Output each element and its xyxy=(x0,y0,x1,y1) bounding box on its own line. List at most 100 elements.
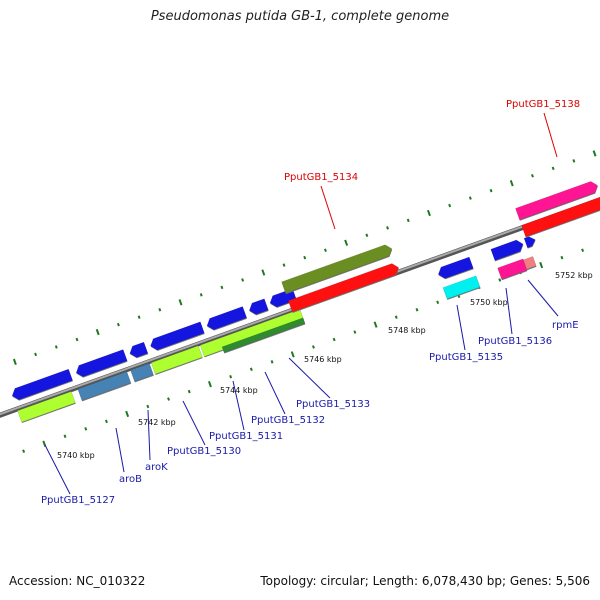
tick-mark-top xyxy=(572,159,576,163)
gene-label-arob: aroB xyxy=(119,474,142,485)
tick-mark-bottom xyxy=(270,360,274,364)
tick-mark-top xyxy=(282,263,286,267)
gene-arob-product xyxy=(77,371,132,401)
leader-arob xyxy=(115,427,125,473)
leader-pputgb1-5135 xyxy=(456,304,466,351)
scale-label: 5752 kbp xyxy=(555,271,593,280)
tick-mark-top xyxy=(158,307,162,312)
tick-mark-top xyxy=(261,269,266,276)
tick-mark-bottom xyxy=(187,389,191,394)
tick-mark-bottom xyxy=(146,404,150,409)
scale-label: 5748 kbp xyxy=(388,326,426,335)
tick-mark-top xyxy=(95,328,100,336)
tick-mark-top xyxy=(199,293,203,297)
tick-mark-bottom xyxy=(373,321,378,328)
gene-pputgb1-5138-cds xyxy=(515,181,598,221)
tick-mark-bottom xyxy=(581,248,585,252)
accession-text: Accession: NC_010322 xyxy=(9,574,146,588)
gene-pputgb1-5132-product xyxy=(221,317,306,353)
gene-pputgb1-5131-cds xyxy=(206,306,248,330)
tick-mark-top xyxy=(592,150,597,157)
gene-rpme-product xyxy=(523,256,537,270)
tick-mark-bottom xyxy=(560,255,564,260)
leader-pputgb1-5138 xyxy=(543,112,558,158)
scale-label: 5750 kbp xyxy=(470,298,508,307)
tick-mark-top xyxy=(344,239,349,246)
gene-label-pputgb1-5132: PputGB1_5132 xyxy=(251,415,325,426)
gene-label-rpme: rpmE xyxy=(552,320,579,331)
leader-pputgb1-5127 xyxy=(44,444,71,495)
gene-label-pputgb1-5136: PputGB1_5136 xyxy=(478,336,552,347)
tick-mark-bottom xyxy=(353,330,357,334)
tick-mark-bottom xyxy=(207,380,212,388)
scale-label: 5746 kbp xyxy=(304,355,342,364)
gene-label-pputgb1-5134: PputGB1_5134 xyxy=(284,172,358,183)
tick-mark-bottom xyxy=(498,278,502,282)
tick-mark-bottom xyxy=(167,397,170,401)
tick-mark-bottom xyxy=(539,261,544,269)
tick-mark-top xyxy=(116,322,120,327)
gene-pputgb1-5130-product xyxy=(150,345,203,375)
gene-label-pputgb1-5138: PputGB1_5138 xyxy=(506,99,580,110)
tick-mark-bottom xyxy=(249,367,253,372)
tick-mark-bottom xyxy=(125,410,130,418)
gene-arok-product xyxy=(130,363,154,382)
scale-label: 5740 kbp xyxy=(57,451,95,460)
tick-mark-top xyxy=(426,209,431,217)
gene-arok-cds xyxy=(129,341,149,358)
gene-label-pputgb1-5130: PputGB1_5130 xyxy=(167,446,241,457)
leader-pputgb1-5130 xyxy=(182,400,206,446)
gene-pputgb1-5135-cds xyxy=(437,256,474,279)
gene-pputgb1-5127-cds xyxy=(11,368,73,400)
label-leader-lines xyxy=(44,112,559,495)
tick-mark-bottom xyxy=(290,351,295,358)
gene-pputgb1-5127-product xyxy=(17,391,76,423)
leader-rpme xyxy=(527,279,559,317)
tick-mark-bottom xyxy=(415,307,419,312)
tick-mark-top xyxy=(34,352,38,357)
tick-mark-bottom xyxy=(22,449,26,453)
leader-pputgb1-5133 xyxy=(288,357,331,399)
tick-mark-top xyxy=(551,166,555,171)
topology-text: Topology: circular; Length: 6,078,430 bp… xyxy=(260,574,590,588)
tick-mark-top xyxy=(241,278,245,282)
tick-mark-bottom xyxy=(63,434,67,439)
tick-mark-top xyxy=(531,174,534,178)
tick-mark-top xyxy=(12,358,17,365)
tick-mark-top xyxy=(468,196,472,200)
tick-mark-top xyxy=(75,337,79,342)
leader-pputgb1-5132 xyxy=(264,371,286,415)
scale-label: 5742 kbp xyxy=(138,418,176,427)
tick-mark-top xyxy=(448,203,452,208)
leader-pputgb1-5131 xyxy=(232,380,245,431)
gene-label-pputgb1-5135: PputGB1_5135 xyxy=(429,352,503,363)
tick-mark-top xyxy=(323,248,327,252)
leader-pputgb1-5136 xyxy=(505,287,513,335)
tick-mark-bottom xyxy=(312,345,315,349)
tick-mark-bottom xyxy=(436,300,440,305)
leader-arok xyxy=(147,409,151,461)
tick-mark-top xyxy=(220,285,224,290)
tick-mark-top xyxy=(509,180,514,187)
gene-pputgb1-5132-cds xyxy=(248,298,269,315)
tick-mark-bottom xyxy=(229,374,233,379)
tick-mark-bottom xyxy=(332,337,336,342)
gene-rpme-cds xyxy=(523,236,536,249)
tick-mark-top xyxy=(386,226,389,230)
gene-label-pputgb1-5133: PputGB1_5133 xyxy=(296,399,370,410)
tick-mark-bottom xyxy=(104,419,108,424)
tick-mark-top xyxy=(365,233,369,238)
tick-mark-top xyxy=(137,315,141,319)
tick-mark-top xyxy=(406,218,410,223)
leader-pputgb1-5134 xyxy=(320,185,336,230)
tick-marks xyxy=(12,150,597,453)
gene-pputgb1-5134-cds xyxy=(281,244,393,294)
gene-arob-cds xyxy=(75,349,128,377)
tick-mark-bottom xyxy=(84,427,88,431)
gene-features xyxy=(11,181,600,423)
gene-pputgb1-5135-product xyxy=(442,275,481,300)
gene-pputgb1-5130-cds xyxy=(150,321,205,351)
gene-label-pputgb1-5131: PputGB1_5131 xyxy=(209,431,283,442)
gene-pputgb1-5138-product xyxy=(521,196,600,238)
